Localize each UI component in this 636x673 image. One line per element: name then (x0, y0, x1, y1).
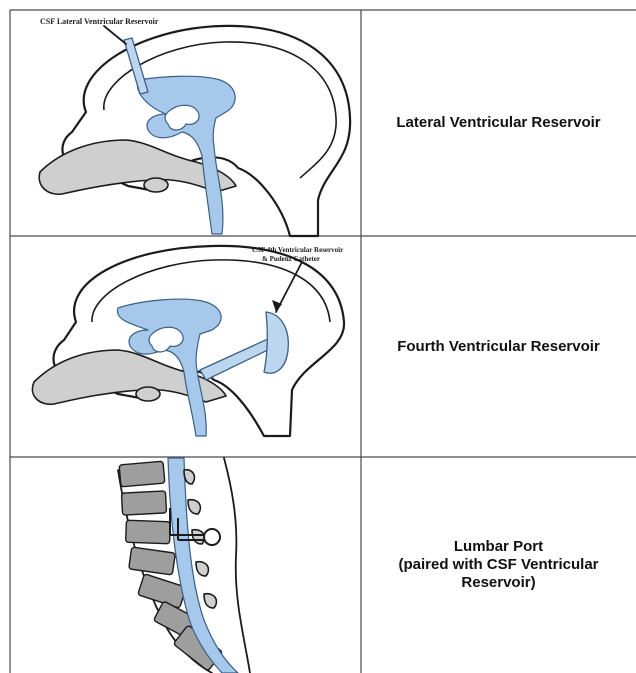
lumbar-port (204, 529, 220, 545)
row-label-lateral: Lateral Ventricular Reservoir (396, 114, 600, 132)
row-label-cell-3: Lumbar Port (paired with CSF Ventricular… (361, 457, 636, 673)
row-label-lumbar: Lumbar Port (paired with CSF Ventricular… (398, 538, 598, 592)
spine-illustration-lumbar (118, 458, 250, 673)
callout-lateral: CSF Lateral Ventricular Reservoir (40, 17, 159, 26)
head-illustration-fourth (32, 246, 344, 436)
row-label-cell-2: Fourth Ventricular Reservoir (361, 236, 636, 457)
callout-fourth-line1: CSF 4th Ventricular Reservoir (252, 246, 343, 254)
head-illustration-lateral (39, 26, 350, 236)
callout-fourth-line2: & Pudenz Catheter (262, 255, 320, 263)
row-label-fourth: Fourth Ventricular Reservoir (397, 338, 600, 356)
row-label-cell-1: Lateral Ventricular Reservoir (361, 10, 636, 236)
